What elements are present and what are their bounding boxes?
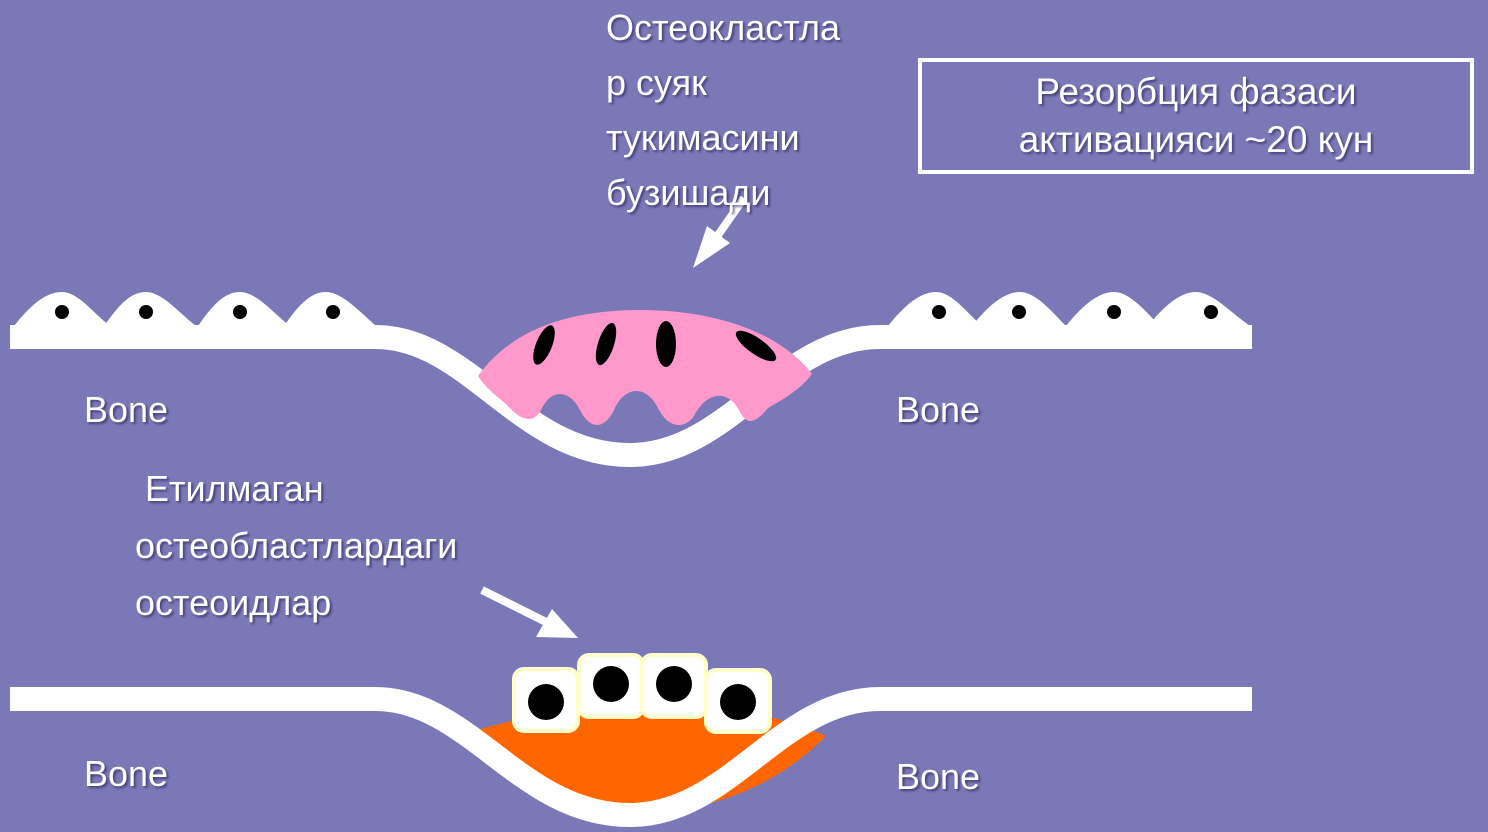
phase-box-line: Резорбция фазаси — [1035, 68, 1356, 116]
unmineralized-label-line: Етилмаган — [135, 460, 457, 517]
unmineralized-osteoid-label: Етилмаган остеобластлардаги остеоидлар — [135, 460, 457, 631]
unmineralized-label-line: остеобластлардаги — [135, 517, 457, 574]
osteoclast-label-line: бузишади — [606, 169, 906, 224]
bone-label-bottom-right: Bone — [896, 755, 980, 799]
osteoclast-label: Остеокластла р суяк тукимасини бузишади — [606, 4, 906, 224]
nucleus — [55, 305, 69, 319]
nucleus — [656, 666, 692, 702]
osteoclast-label-line: р суяк — [606, 59, 906, 114]
nucleus — [1012, 305, 1026, 319]
bone-label-bottom-left: Bone — [84, 752, 168, 796]
nucleus — [139, 305, 153, 319]
arrow-to-osteoblasts — [482, 590, 578, 638]
nucleus — [593, 666, 629, 702]
nucleus — [932, 305, 946, 319]
bone-label-top-left: Bone — [84, 388, 168, 432]
nucleus — [233, 305, 247, 319]
bone-label-top-right: Bone — [896, 388, 980, 432]
nucleus — [326, 305, 340, 319]
unmineralized-label-line: остеоидлар — [135, 574, 457, 631]
nucleus — [528, 684, 564, 720]
nucleus — [1107, 305, 1121, 319]
nucleus — [720, 684, 756, 720]
phase-box: Резорбция фазаси активацияси ~20 кун — [918, 58, 1474, 174]
phase-box-line: активацияси ~20 кун — [1019, 116, 1374, 164]
osteoclast-label-line: Остеокластла — [606, 4, 906, 59]
nucleus — [656, 321, 676, 367]
osteoclast-cell — [478, 310, 812, 425]
osteoclast-label-line: тукимасини — [606, 114, 906, 169]
nucleus — [1204, 305, 1218, 319]
lining-cell — [1148, 292, 1250, 326]
